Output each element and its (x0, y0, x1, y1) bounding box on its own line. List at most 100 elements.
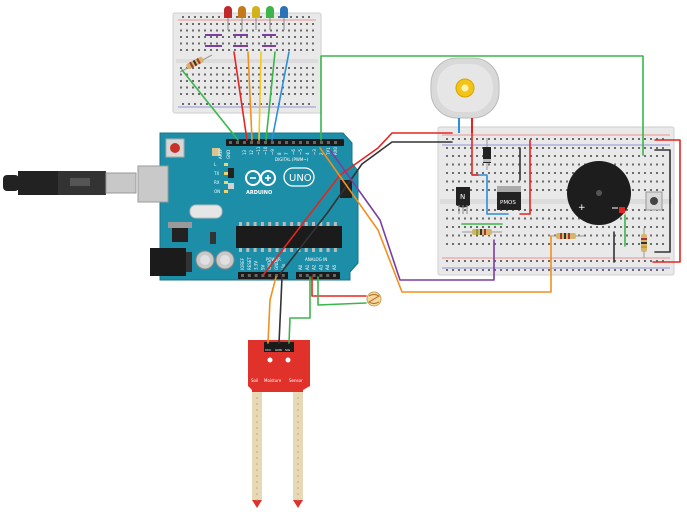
wire-green-resistor[interactable] (181, 69, 239, 141)
power-label: POWER (266, 257, 281, 262)
chip-pin (246, 222, 250, 226)
chip-pin (282, 248, 286, 252)
led-row[interactable] (224, 6, 288, 30)
photoresistor[interactable] (366, 291, 382, 307)
chip-pin (253, 248, 257, 252)
chip-pin (260, 248, 264, 252)
probe-dot (297, 487, 299, 489)
npn-transistor[interactable]: N (456, 187, 470, 214)
probe-dot (256, 433, 258, 435)
probe-dot (297, 415, 299, 417)
header-hole (278, 141, 281, 144)
header-hole (305, 274, 309, 277)
wire-orange[interactable] (319, 147, 552, 293)
probe-dot (256, 487, 258, 489)
digital-pin-label: 4 (305, 152, 310, 155)
wire-green-button[interactable] (320, 55, 644, 156)
wire-blue-led[interactable] (271, 51, 290, 141)
top-breadboard[interactable] (172, 12, 322, 114)
main-resistor-2[interactable] (548, 233, 584, 239)
dc-motor[interactable] (430, 57, 500, 133)
header-hole (254, 274, 258, 277)
sensor-pin-label: SIG (285, 348, 291, 352)
pmos-transistor[interactable]: PMOS (497, 186, 521, 210)
probe-dot (256, 415, 258, 417)
header-hole (334, 141, 337, 144)
chip-pin (312, 248, 315, 252)
header-hole (268, 274, 272, 277)
wire-red-ldr[interactable] (311, 276, 367, 297)
chip-pin (326, 222, 330, 226)
probe-dot (256, 481, 258, 483)
digital-pin-label: 8 (277, 152, 282, 155)
wire-red-right[interactable] (652, 139, 681, 263)
digital-pin-label: 13 (242, 149, 247, 155)
wire-black-gnd[interactable] (279, 141, 453, 275)
probe-dot (297, 481, 299, 483)
wire-red-led[interactable] (233, 51, 248, 141)
wire-red-5v[interactable] (263, 132, 453, 275)
status-led (224, 163, 228, 166)
probe-dot (256, 421, 258, 423)
chip-pin (246, 248, 250, 252)
wire-blue-mosfet[interactable] (472, 174, 509, 215)
wire-purple[interactable] (329, 149, 495, 281)
header-hole (292, 141, 295, 144)
analog-pin-label: A5 (332, 264, 337, 270)
chip-pin (297, 222, 301, 226)
probe-dot (297, 439, 299, 441)
probe-dot (256, 469, 258, 471)
led[interactable] (280, 6, 288, 18)
analog-pin-label: A0 (298, 264, 303, 270)
probe-dot (297, 397, 299, 399)
digital-pin-label: RX0 (333, 146, 338, 155)
main-breadboard[interactable] (437, 126, 675, 276)
wire-orange-sensor[interactable] (267, 276, 277, 344)
main-resistor-3[interactable] (641, 228, 647, 258)
header-hole (319, 274, 323, 277)
diode[interactable] (483, 138, 491, 170)
digital-pin-label: 12 (249, 149, 254, 155)
pushbutton[interactable] (645, 191, 663, 211)
header-hole (250, 141, 253, 144)
header-hole (320, 141, 323, 144)
status-led-label: RX (214, 180, 220, 185)
wire-green-sensor[interactable] (288, 276, 311, 344)
digital-pin-label: ~3 (312, 149, 317, 155)
wire-yellow-led[interactable] (258, 51, 262, 141)
header-hole (333, 274, 336, 277)
wire-red-pmos[interactable] (519, 139, 531, 215)
top-board-jumpers (205, 34, 276, 47)
wire-green-led[interactable] (265, 51, 276, 141)
probe-dot (256, 409, 258, 411)
led[interactable] (266, 6, 274, 18)
power-pin-label: 3.3V (254, 261, 259, 270)
header-hole (271, 141, 274, 144)
top-resistor[interactable] (179, 54, 213, 73)
status-led (224, 172, 228, 175)
probe-dot (256, 427, 258, 429)
chip-pin (319, 222, 323, 226)
wire-red-motor[interactable] (471, 132, 479, 176)
piezo-buzzer[interactable]: + (567, 161, 631, 225)
wire-black-sensor[interactable] (278, 276, 283, 344)
led[interactable] (252, 6, 260, 18)
chip-pin (304, 248, 308, 252)
chip-pin (326, 248, 330, 252)
main-resistor-1[interactable] (462, 229, 502, 235)
header-hole (236, 141, 239, 144)
pmos-label: PMOS (500, 200, 516, 206)
arduino-logo: ARDUINO (245, 170, 276, 196)
led[interactable] (238, 6, 246, 18)
wire-orange-led[interactable] (247, 51, 253, 141)
led[interactable] (224, 6, 232, 18)
header-hole (299, 141, 302, 144)
wire-green-ldr[interactable] (317, 276, 367, 306)
status-led (224, 190, 228, 193)
analog-header[interactable] (296, 272, 340, 279)
wire-black-right[interactable] (654, 149, 671, 253)
